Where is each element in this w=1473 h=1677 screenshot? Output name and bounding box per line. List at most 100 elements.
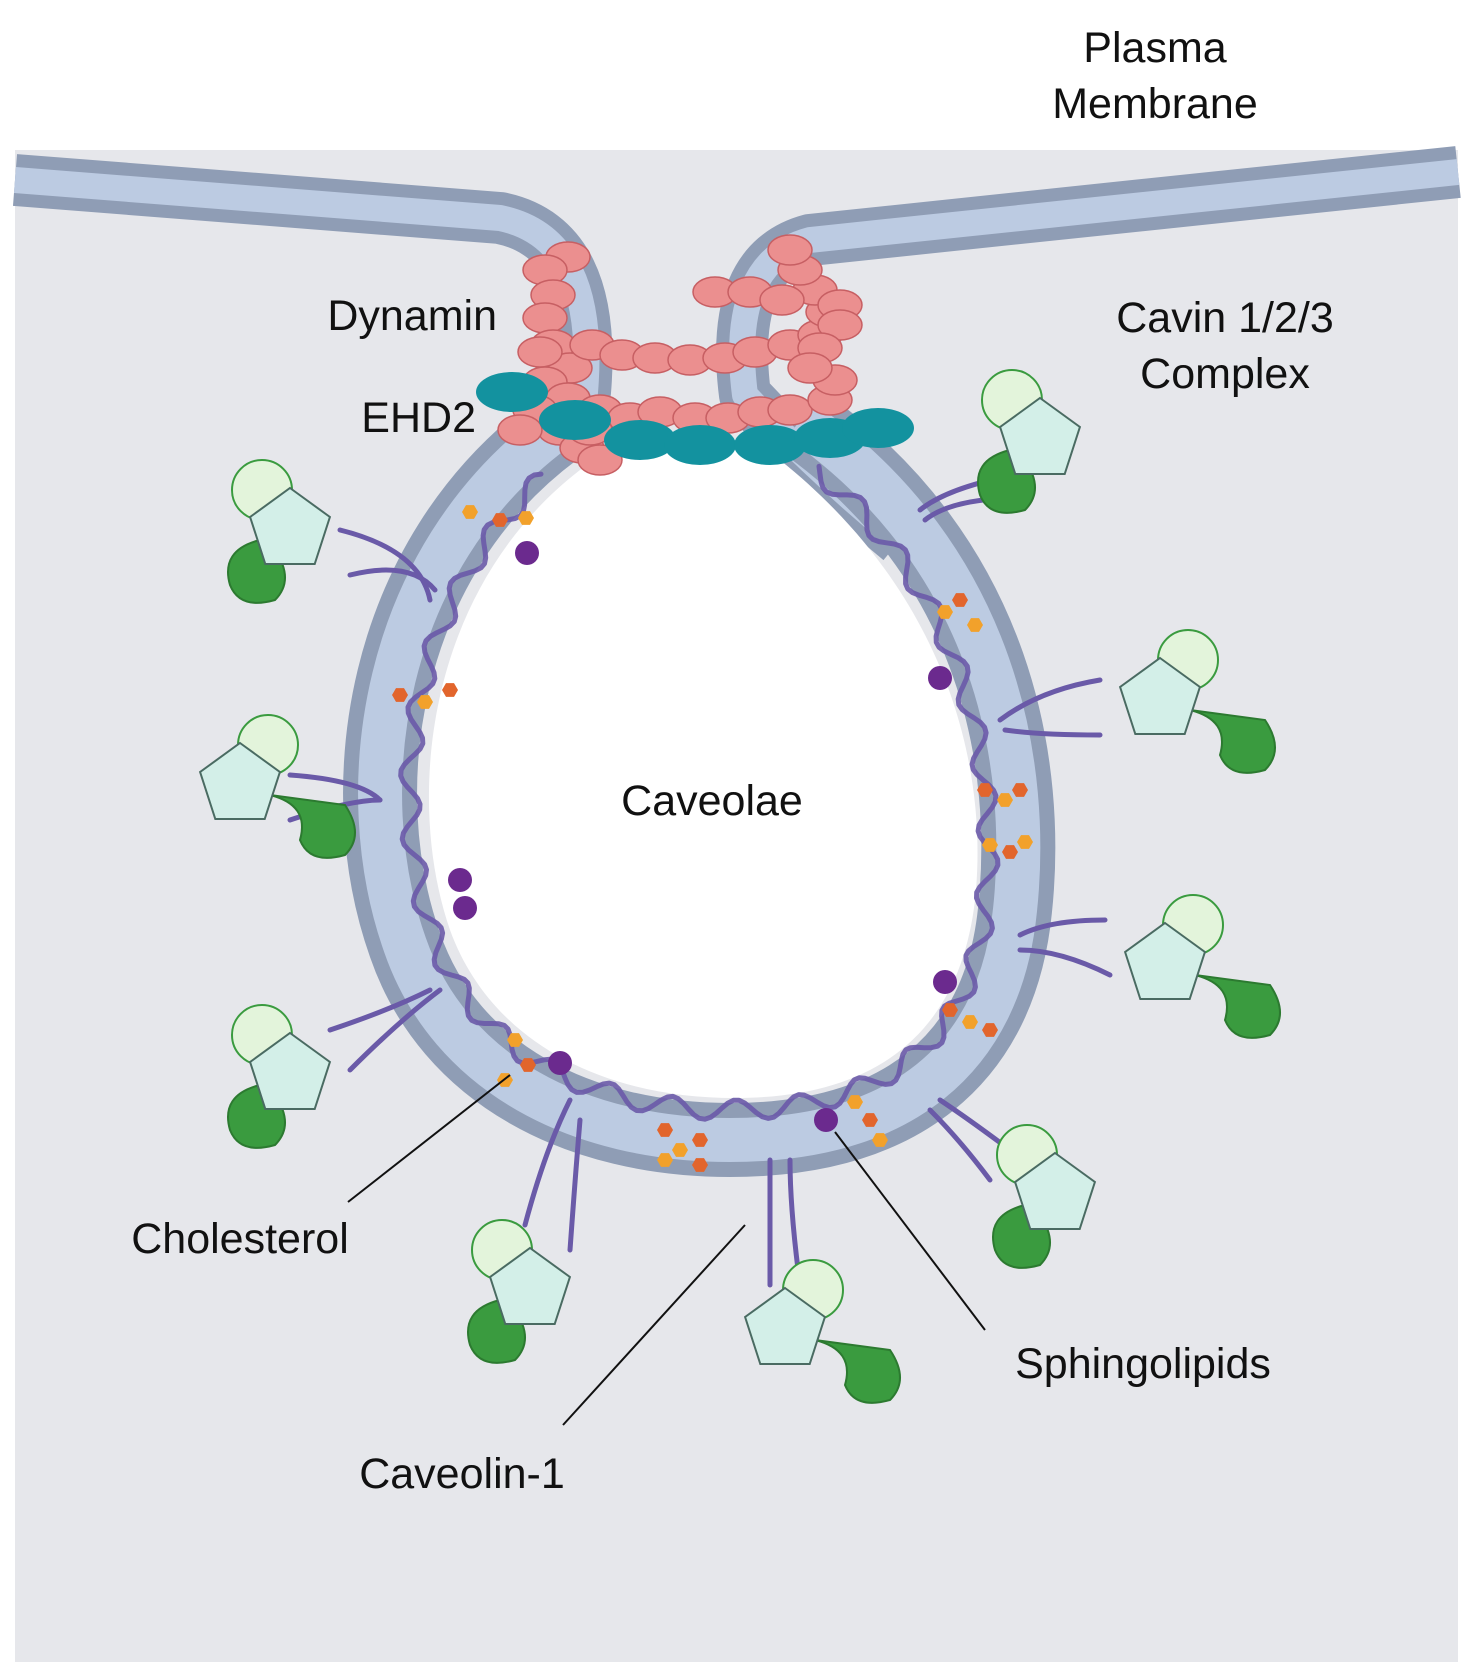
caveolin-tether bbox=[997, 677, 1103, 723]
cavin-complex bbox=[198, 714, 356, 859]
cavin-complex bbox=[1118, 629, 1276, 774]
cholesterol-ring bbox=[518, 511, 534, 525]
cavin-label-line1: Cavin 1/2/3 bbox=[1116, 294, 1334, 342]
cavin-complex bbox=[743, 1259, 901, 1404]
cholesterol-ring bbox=[657, 1153, 673, 1167]
sphingolipids-leader bbox=[834, 1131, 986, 1331]
dynamin-subunit bbox=[787, 352, 833, 384]
dynamin-subunit bbox=[577, 444, 623, 476]
cholesterol-ring bbox=[847, 1095, 863, 1109]
cavin-pentagon bbox=[1013, 1151, 1097, 1230]
cavin-pentagon bbox=[248, 1031, 332, 1110]
cholesterol-ring bbox=[982, 1023, 998, 1037]
cavin-subunit-dark bbox=[1194, 974, 1281, 1039]
cavin-layer bbox=[198, 369, 1281, 1404]
cholesterol-ring bbox=[657, 1123, 673, 1137]
cavin-complex bbox=[467, 1219, 572, 1364]
cholesterol-ring bbox=[1012, 783, 1028, 797]
cholesterol-ring bbox=[442, 683, 458, 697]
dynamin-subunit bbox=[759, 284, 805, 316]
cholesterol-ring bbox=[492, 513, 508, 527]
ehd2-label: EHD2 bbox=[361, 394, 476, 442]
cavin-complex bbox=[227, 1004, 332, 1149]
caveolae-label: Caveolae bbox=[621, 777, 803, 825]
cavin-subunit-dark bbox=[1189, 709, 1276, 774]
cholesterol-ring bbox=[692, 1158, 708, 1172]
dynamin-subunit bbox=[522, 302, 568, 334]
plasma-membrane-label-line2: Membrane bbox=[1052, 80, 1258, 128]
cavin-complex bbox=[992, 1124, 1097, 1269]
dynamin-subunit bbox=[767, 394, 813, 426]
cavin-label-line2: Complex bbox=[1140, 350, 1310, 398]
caveolae-lumen bbox=[428, 431, 978, 1098]
cholesterol-ring bbox=[962, 1015, 978, 1029]
sphingolipid-head bbox=[928, 666, 952, 690]
cholesterol-ring bbox=[982, 838, 998, 852]
ehd2-ring bbox=[476, 372, 914, 465]
caveolin-coil bbox=[398, 463, 1001, 1122]
cavin-complex bbox=[1123, 894, 1281, 1039]
cholesterol-ring bbox=[520, 1058, 536, 1072]
caveolin-leader bbox=[562, 1224, 746, 1426]
ehd2-subunit bbox=[539, 400, 611, 440]
caveola-membrane-inner bbox=[358, 401, 1041, 1162]
cholesterol-ring bbox=[462, 505, 478, 519]
dynamin-subunit bbox=[767, 234, 813, 266]
caveolin-tether bbox=[1002, 727, 1103, 738]
cholesterol-ring bbox=[1017, 835, 1033, 849]
cholesterol-ring bbox=[937, 605, 953, 619]
ehd2-subunit bbox=[476, 372, 548, 412]
cholesterol-ring bbox=[977, 783, 993, 797]
caveolin-layer bbox=[398, 463, 1001, 1122]
cholesterol-ring bbox=[692, 1133, 708, 1147]
dynamin-subunit bbox=[817, 309, 863, 341]
caveolin-tether bbox=[347, 987, 443, 1073]
dynamin-subunit bbox=[517, 336, 563, 368]
sphingolipids-label: Sphingolipids bbox=[1015, 1340, 1271, 1388]
cavin-complex bbox=[227, 459, 332, 604]
lipid-layer bbox=[392, 505, 1033, 1172]
cavin-pentagon bbox=[743, 1286, 827, 1365]
sphingolipid-head bbox=[448, 868, 472, 892]
sphingolipid-head bbox=[515, 541, 539, 565]
sphingolipid-head bbox=[548, 1051, 572, 1075]
cavin-pentagon bbox=[488, 1246, 572, 1325]
cholesterol-ring bbox=[952, 593, 968, 607]
cholesterol-ring bbox=[942, 1003, 958, 1017]
cholesterol-ring bbox=[862, 1113, 878, 1127]
cholesterol-ring bbox=[417, 695, 433, 709]
cholesterol-ring bbox=[1002, 845, 1018, 859]
caveolin-tether bbox=[927, 1107, 993, 1183]
sphingolipid-head bbox=[933, 970, 957, 994]
cavin-subunit-dark bbox=[814, 1339, 901, 1404]
ehd2-subunit bbox=[604, 420, 676, 460]
dynamin-subunit bbox=[497, 414, 543, 446]
caveolin-label: Caveolin-1 bbox=[359, 1450, 565, 1498]
cavin-pentagon bbox=[248, 486, 332, 565]
caveolin-tether bbox=[287, 772, 383, 803]
cholesterol-ring bbox=[997, 793, 1013, 807]
caveolin-tether bbox=[1017, 917, 1108, 938]
cholesterol-ring bbox=[672, 1143, 688, 1157]
caveolin-tether bbox=[522, 1097, 573, 1228]
sphingolipid-head bbox=[453, 896, 477, 920]
cavin-subunit-dark bbox=[269, 794, 356, 859]
caveolin-tether bbox=[1017, 947, 1113, 978]
cholesterol-ring bbox=[872, 1133, 888, 1147]
caveolin-tether bbox=[337, 527, 433, 603]
cavin-pentagon bbox=[1123, 921, 1207, 1000]
cholesterol-label: Cholesterol bbox=[131, 1215, 349, 1263]
ehd2-subunit bbox=[734, 425, 806, 465]
caveolin-tether bbox=[567, 1117, 583, 1253]
cavin-pentagon bbox=[998, 396, 1082, 475]
cavin-complex bbox=[977, 369, 1082, 514]
cholesterol-ring bbox=[967, 618, 983, 632]
ehd2-subunit bbox=[842, 408, 914, 448]
ehd2-subunit bbox=[664, 425, 736, 465]
cholesterol-leader bbox=[347, 1074, 511, 1203]
cholesterol-ring bbox=[392, 688, 408, 702]
plasma-membrane-label-line1: Plasma bbox=[1083, 24, 1226, 72]
dynamin-label: Dynamin bbox=[327, 292, 497, 340]
cavin-pentagon bbox=[1118, 656, 1202, 735]
